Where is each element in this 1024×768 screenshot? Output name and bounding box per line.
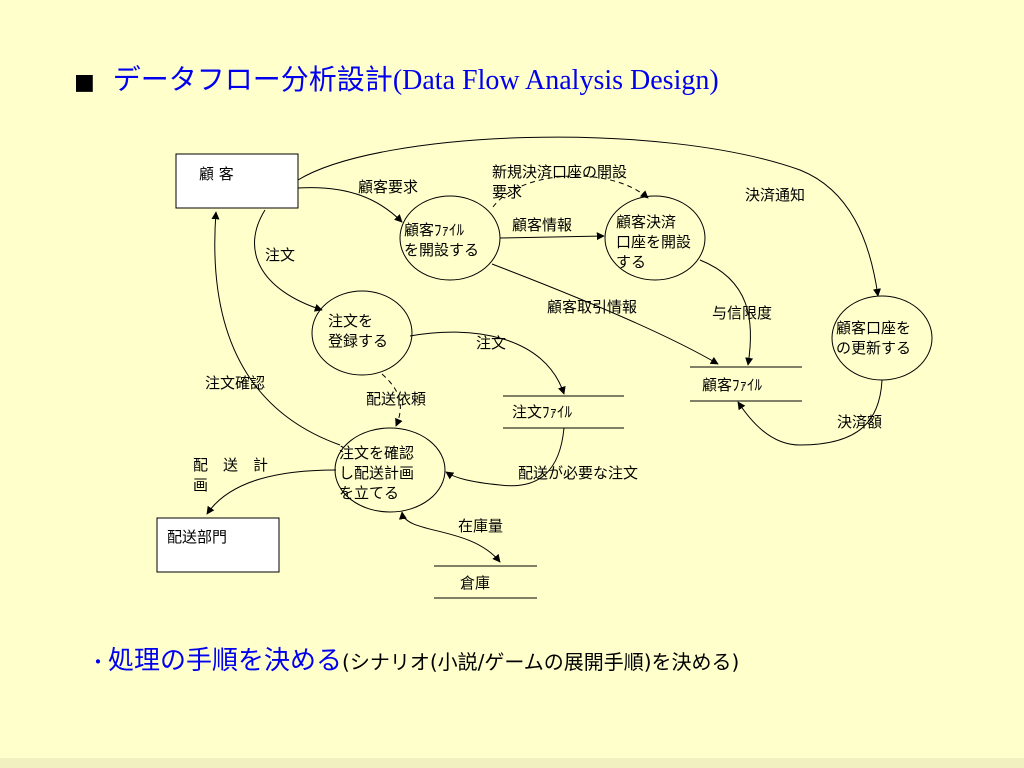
flow-orders-to-ship — [445, 427, 565, 487]
flow-settlement-notice-label: 決済通知 — [745, 186, 805, 204]
flow-delivery-request — [381, 373, 403, 427]
process-open-customer-file-label: 顧客ﾌｧｲﾙを開設する — [404, 221, 479, 259]
flow-customer-info-label: 顧客情報 — [512, 216, 572, 234]
process-register-order — [311, 290, 413, 376]
flow-customer-info — [499, 232, 605, 241]
flow-settlement-amount — [737, 379, 883, 446]
process-open-settlement-account-label: 顧客決済口座を開設する — [616, 213, 691, 271]
order-file-store-label: 注文ﾌｧｲﾙ — [512, 403, 573, 421]
flow-customer-transaction-info — [491, 263, 719, 365]
footer-sub-text: (シナリオ(小説/ゲームの展開手順)を決める) — [342, 650, 740, 674]
flow-customer-transaction-info-label: 顧客取引情報 — [547, 298, 637, 316]
footer-bullet: ・ — [88, 650, 108, 674]
flow-shipping-plan — [206, 469, 337, 515]
shipping-dept-entity — [156, 517, 280, 573]
flow-orders-to-ship-label: 配送が必要な注文 — [518, 464, 638, 482]
flow-new-account-request-label: 新規決済口座の開設要求 — [492, 163, 627, 201]
page-title: ■ データフロー分析設計(Data Flow Analysis Design) — [74, 58, 719, 98]
flow-order-1-label: 注文 — [265, 246, 295, 264]
flow-order-2 — [409, 331, 566, 395]
customer-entity — [175, 153, 299, 209]
flow-new-account-request — [492, 175, 649, 208]
footer-main-text: 処理の手順を決める — [108, 646, 343, 676]
flow-stock-label: 在庫量 — [458, 517, 503, 535]
process-update-customer-account — [831, 295, 933, 381]
title-bullet: ■ — [74, 70, 95, 95]
flow-order-confirmation-label: 注文確認 — [205, 374, 265, 392]
flow-delivery-request-label: 配送依頼 — [366, 390, 426, 408]
warehouse-store-label: 倉庫 — [460, 574, 490, 592]
flow-shipping-plan-label: 配 送 計画 — [193, 456, 268, 494]
customer-file-store-label: 顧客ﾌｧｲﾙ — [702, 376, 763, 394]
flow-order-1 — [254, 209, 323, 312]
title-english: (Data Flow Analysis Design) — [392, 65, 719, 96]
flow-settlement-amount-label: 決済額 — [837, 413, 882, 431]
flow-order-2-label: 注文 — [476, 334, 506, 352]
footer-note: ・処理の手順を決める(シナリオ(小説/ゲームの展開手順)を決める) — [88, 640, 739, 677]
process-confirm-order-label: 注文を確認し配送計画を立てる — [339, 444, 414, 502]
flow-customer-request — [297, 187, 403, 223]
process-register-order-label: 注文を登録する — [328, 312, 388, 350]
title-japanese: データフロー分析設計 — [112, 63, 393, 96]
flow-stock — [398, 511, 501, 563]
flow-settlement-notice — [297, 136, 881, 297]
process-open-settlement-account — [604, 195, 706, 281]
process-update-customer-account-label: 顧客口座をの更新する — [836, 319, 911, 357]
customer-entity-label: 顧 客 — [199, 165, 234, 183]
flow-order-confirmation — [211, 211, 341, 446]
flow-customer-request-label: 顧客要求 — [358, 178, 418, 196]
bottom-border — [0, 758, 1024, 768]
flow-credit-limit — [699, 259, 754, 366]
shipping-dept-label: 配送部門 — [167, 528, 227, 546]
flow-credit-limit-label: 与信限度 — [712, 304, 772, 322]
